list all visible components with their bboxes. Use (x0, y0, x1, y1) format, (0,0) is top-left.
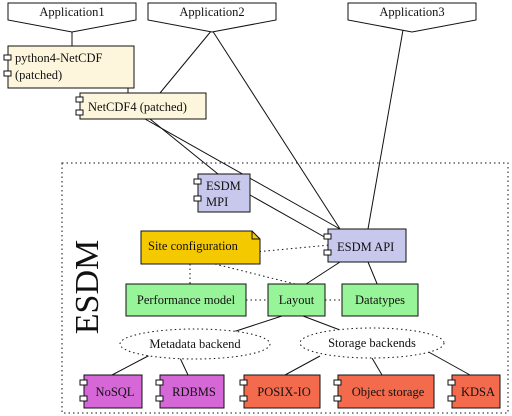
edge-metadata-rdbms (179, 357, 189, 376)
application-3: Application3 (347, 2, 477, 33)
edge-layout-metadata (229, 315, 283, 334)
esdm-title: ESDM (69, 240, 106, 334)
component-tab-icon (447, 395, 456, 402)
component-tab-icon (333, 379, 342, 386)
esdm-mpi-line1: ESDM (206, 179, 241, 193)
posix-io-component: POSIX-IO (239, 374, 321, 409)
edge-esdmapi-layout (302, 261, 341, 287)
layout-label: Layout (279, 293, 315, 307)
performance-model-box: Performance model (125, 283, 247, 317)
esdm-boundary (61, 162, 509, 414)
edge-metadata-nosql (111, 354, 151, 376)
object-storage-component: Object storage (333, 374, 435, 409)
edge-esdmapi-datatypes (367, 261, 379, 287)
dotted-connections (189, 244, 342, 301)
edge-storage-kdsa (424, 349, 471, 376)
edge-storage-object (371, 357, 383, 376)
application-1: Application1 (7, 2, 137, 33)
edge-app2-esdmapi (211, 29, 341, 230)
connections (71, 29, 471, 376)
object-storage-label: Object storage (352, 385, 425, 399)
nosql-component: NoSQL (79, 374, 143, 409)
component-tab-icon (155, 395, 164, 402)
posix-io-label: POSIX-IO (257, 385, 310, 399)
nosql-label: NoSQL (96, 385, 135, 399)
edge-app3-esdmapi (367, 29, 404, 230)
edge-app2-netcdf4 (159, 29, 213, 94)
edge-siteconfig-layout (214, 263, 296, 285)
component-tab-icon (79, 395, 88, 402)
component-tab-icon (193, 195, 202, 202)
kdsa-component: KDSA (447, 374, 501, 409)
rdbms-label: RDBMS (172, 385, 216, 399)
component-tab-icon (239, 395, 248, 402)
metadata-backend-label: Metadata backend (149, 337, 241, 351)
python-netcdf-component: python4-NetCDF (patched) (3, 45, 135, 89)
component-tab-icon (239, 379, 248, 386)
component-tab-icon (75, 109, 84, 116)
component-tab-icon (447, 379, 456, 386)
rdbms-component: RDBMS (155, 374, 225, 409)
storage-backends-group: Storage backends (299, 327, 445, 359)
application-2-shape (147, 2, 277, 33)
component-tab-icon (323, 249, 332, 256)
component-tab-icon (75, 96, 84, 103)
component-tab-icon (3, 70, 12, 77)
datatypes-box: Datatypes (341, 283, 419, 317)
esdm-api-component: ESDM API (323, 228, 407, 263)
kdsa-label: KDSA (461, 385, 495, 399)
application-1-label: Application1 (39, 5, 104, 19)
esdm-api-label: ESDM API (337, 240, 394, 254)
component-tab-icon (3, 54, 12, 61)
edge-layout-storage (302, 315, 341, 331)
python-netcdf-line1: python4-NetCDF (15, 51, 103, 65)
esdm-mpi-component: ESDM MPI (193, 173, 251, 213)
netcdf4-label: NetCDF4 (patched) (88, 100, 187, 114)
application-2: Application2 (147, 2, 277, 33)
python-netcdf-line2: (patched) (15, 68, 62, 82)
site-configuration-note: Site configuration (140, 230, 261, 265)
component-tab-icon (333, 395, 342, 402)
component-tab-icon (155, 379, 164, 386)
folded-corner-icon (251, 231, 260, 240)
application-2-label: Application2 (179, 5, 244, 19)
application-3-label: Application3 (379, 5, 444, 19)
netcdf4-component: NetCDF4 (patched) (75, 92, 207, 120)
performance-model-label: Performance model (137, 293, 236, 307)
component-tab-icon (193, 178, 202, 185)
component-tab-icon (79, 379, 88, 386)
application-1-shape (7, 2, 137, 33)
layout-box: Layout (267, 283, 326, 317)
edge-storage-posix (284, 355, 321, 376)
edge-siteconfig-esdmapi (254, 244, 331, 253)
esdm-mpi-line2: MPI (206, 195, 228, 209)
metadata-backend-group: Metadata backend (119, 328, 271, 360)
datatypes-label: Datatypes (355, 293, 405, 307)
edge-mpi-esdmapi (249, 194, 329, 240)
storage-backends-label: Storage backends (328, 336, 416, 350)
application-3-shape (347, 2, 477, 33)
component-tab-icon (323, 233, 332, 240)
site-configuration-label: Site configuration (148, 239, 239, 253)
